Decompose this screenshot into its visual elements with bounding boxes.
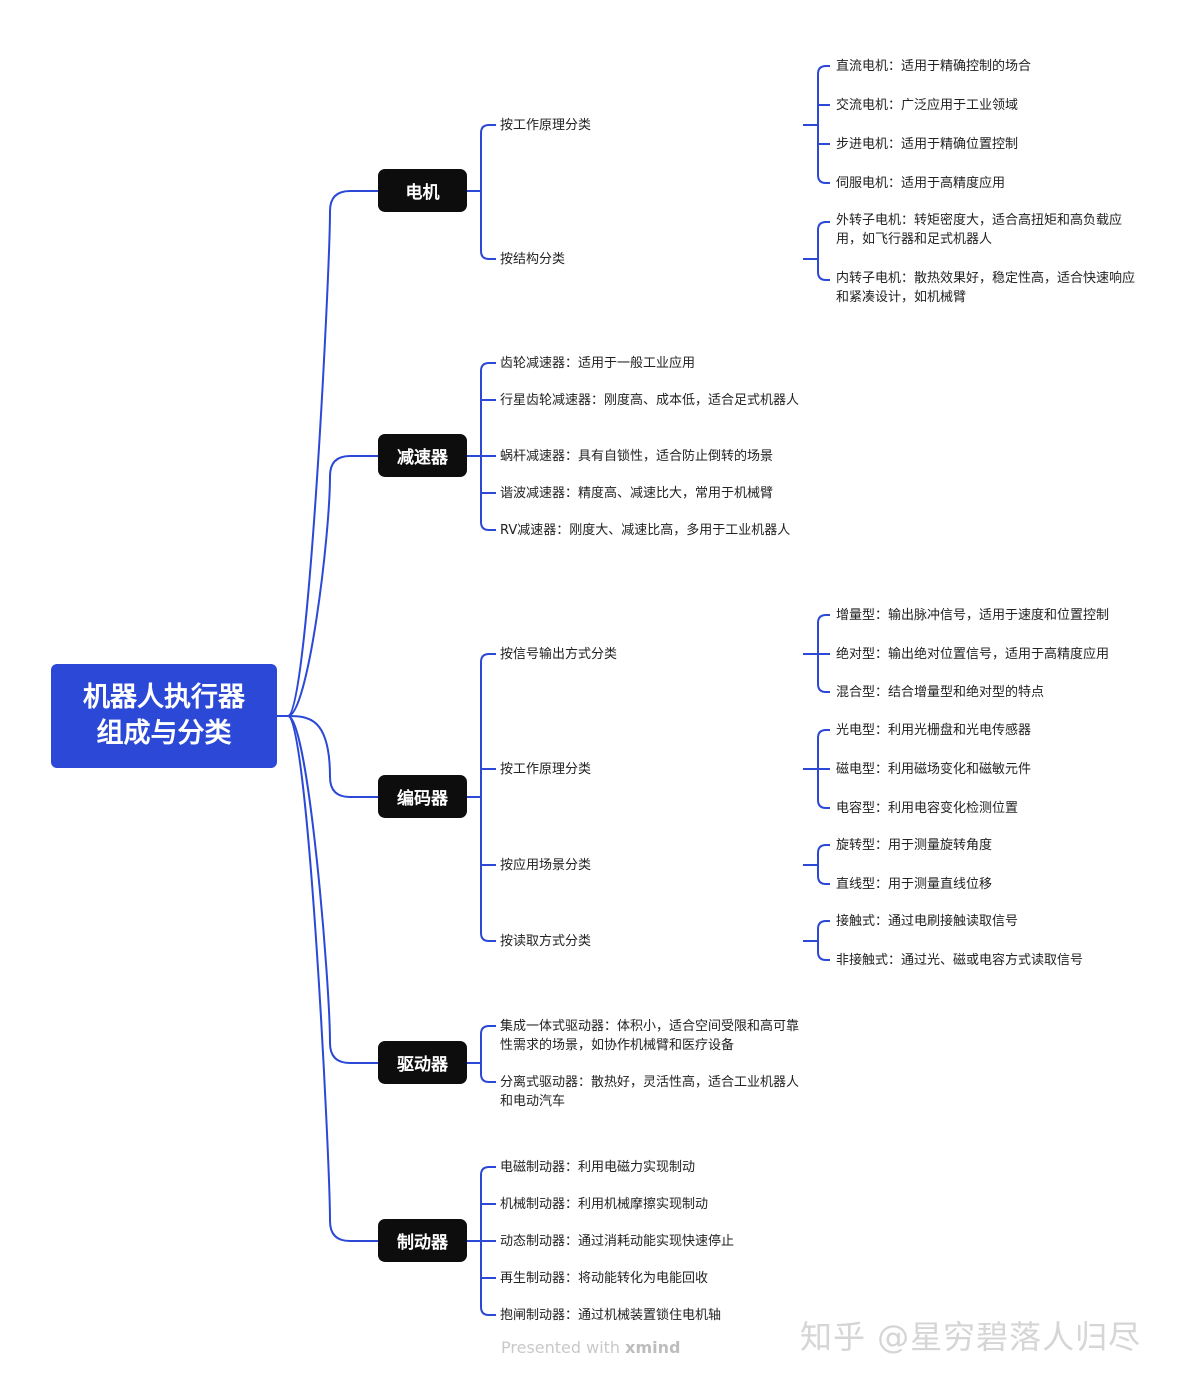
main-topic-reducer[interactable]: 减速器	[378, 434, 467, 477]
main-topic-brake[interactable]: 制动器	[378, 1219, 467, 1262]
motor-branch	[480, 191, 496, 260]
subtopic-encoder-output[interactable]: 按信号输出方式分类	[500, 647, 618, 662]
leaf-ac-motor[interactable]: 交流电机：广泛应用于工业领域	[836, 98, 1019, 113]
leaf-magnetic[interactable]: 磁电型：利用磁场变化和磁敏元件	[836, 762, 1032, 777]
encoder-output-branch	[817, 614, 830, 654]
leaf-capacitive[interactable]: 电容型：利用电容变化检测位置	[836, 801, 1019, 816]
leaf-stepper-motor[interactable]: 步进电机：适用于精确位置控制	[836, 137, 1019, 152]
encoder-branch	[480, 797, 496, 942]
leaf-outer-rotor-motor[interactable]: 外转子电机：转矩密度大，适合高扭矩和高负载应用，如飞行器和足式机器人	[836, 213, 1123, 247]
leaf-absolute[interactable]: 绝对型：输出绝对位置信号，适用于高精度应用	[836, 647, 1110, 662]
root-to-main-link	[287, 715, 378, 1242]
reducer-branch	[480, 362, 496, 456]
footer-prefix: Presented with	[501, 1338, 626, 1357]
encoder-reading-branch	[817, 941, 830, 961]
subtopic-motor-principle[interactable]: 按工作原理分类	[500, 118, 592, 133]
subtopic-regenerative-brake[interactable]: 再生制动器：将动能转化为电能回收	[500, 1271, 709, 1286]
leaf-linear[interactable]: 直线型：用于测量直线位移	[836, 877, 993, 892]
driver-branch	[480, 1063, 496, 1083]
root-to-main-link	[287, 455, 378, 717]
subtopic-separate-driver[interactable]: 分离式驱动器：散热好，灵活性高，适合工业机器人和电动汽车	[500, 1075, 800, 1109]
encoder-principle-branch	[817, 769, 830, 809]
leaf-inner-rotor-motor[interactable]: 内转子电机：散热效果好，稳定性高，适合快速响应和紧凑设计，如机械臂	[836, 271, 1136, 305]
subtopic-gear-reducer[interactable]: 齿轮减速器：适用于一般工业应用	[500, 356, 696, 371]
subtopic-worm-reducer[interactable]: 蜗杆减速器：具有自锁性，适合防止倒转的场景	[500, 449, 774, 464]
zhihu-watermark: 知乎 @星穷碧落人归尽	[800, 1318, 1142, 1356]
subtopic-rv-reducer[interactable]: RV减速器：刚度大、减速比高，多用于工业机器人	[500, 523, 791, 538]
main-topic-motor[interactable]: 电机	[378, 169, 467, 212]
leaf-rotary[interactable]: 旋转型：用于测量旋转角度	[836, 838, 993, 853]
leaf-incremental[interactable]: 增量型：输出脉冲信号，适用于速度和位置控制	[836, 608, 1110, 623]
leaf-photoelectric[interactable]: 光电型：利用光栅盘和光电传感器	[836, 723, 1032, 738]
subtopic-electromagnetic-brake[interactable]: 电磁制动器：利用电磁力实现制动	[500, 1160, 696, 1175]
encoder-scenario-branch	[817, 844, 830, 865]
encoder-principle-branch	[817, 729, 830, 769]
motor-structure-branch	[817, 221, 830, 259]
subtopic-encoder-scenario[interactable]: 按应用场景分类	[500, 858, 592, 873]
encoder-scenario-branch	[817, 865, 830, 885]
motor-principle-branch	[817, 125, 830, 184]
subtopic-encoder-principle[interactable]: 按工作原理分类	[500, 762, 592, 777]
subtopic-encoder-reading[interactable]: 按读取方式分类	[500, 934, 592, 949]
subtopic-dynamic-brake[interactable]: 动态制动器：通过消耗动能实现快速停止	[500, 1234, 735, 1249]
subtopic-mechanical-brake[interactable]: 机械制动器：利用机械摩擦实现制动	[500, 1197, 709, 1212]
root-to-main-link	[287, 715, 378, 1064]
subtopic-integrated-driver[interactable]: 集成一体式驱动器：体积小，适合空间受限和高可靠性需求的场景，如协作机械臂和医疗设…	[500, 1019, 800, 1053]
brake-branch	[480, 1166, 496, 1241]
xmind-logo-text: xmind	[625, 1338, 681, 1357]
main-topic-encoder[interactable]: 编码器	[378, 775, 467, 818]
leaf-non-contact[interactable]: 非接触式：通过光、磁或电容方式读取信号	[836, 953, 1084, 968]
motor-principle-branch	[817, 65, 830, 125]
subtopic-motor-structure[interactable]: 按结构分类	[500, 252, 566, 267]
subtopic-planetary-reducer[interactable]: 行星齿轮减速器：刚度高、成本低，适合足式机器人	[500, 393, 800, 408]
leaf-servo-motor[interactable]: 伺服电机：适用于高精度应用	[836, 176, 1006, 191]
leaf-hybrid[interactable]: 混合型：结合增量型和绝对型的特点	[836, 685, 1045, 700]
main-topic-driver[interactable]: 驱动器	[378, 1041, 467, 1084]
subtopic-harmonic-reducer[interactable]: 谐波减速器：精度高、减速比大，常用于机械臂	[500, 486, 774, 501]
leaf-dc-motor[interactable]: 直流电机：适用于精确控制的场合	[836, 59, 1032, 74]
root-to-main-link	[287, 715, 378, 798]
leaf-contact[interactable]: 接触式：通过电刷接触读取信号	[836, 914, 1019, 929]
brake-branch	[480, 1241, 496, 1316]
subtopic-holding-brake[interactable]: 抱闸制动器：通过机械装置锁住电机轴	[500, 1308, 722, 1323]
encoder-output-branch	[817, 654, 830, 693]
encoder-reading-branch	[817, 920, 830, 941]
reducer-branch	[480, 456, 496, 531]
motor-branch	[480, 124, 496, 191]
encoder-branch	[480, 653, 496, 797]
root-to-main-link	[287, 190, 378, 717]
root-topic[interactable]: 机器人执行器组成与分类	[51, 664, 277, 768]
motor-structure-branch	[817, 259, 830, 281]
driver-branch	[480, 1025, 496, 1063]
presented-with-footer: Presented with xmind	[501, 1338, 680, 1357]
